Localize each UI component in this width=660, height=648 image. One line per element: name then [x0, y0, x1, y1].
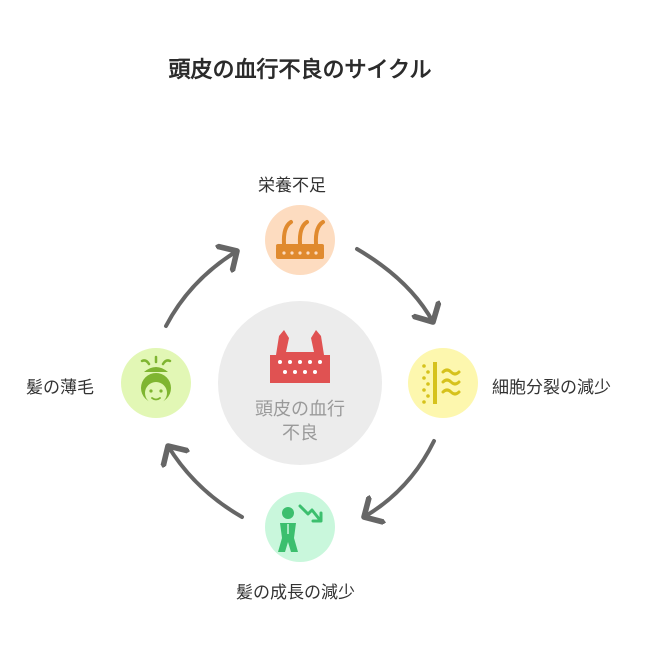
label-growth: 髪の成長の減少 [236, 583, 355, 603]
arrow-left-to-top [164, 251, 237, 328]
node-cell-division [408, 348, 478, 418]
person-decline-icon [278, 504, 323, 552]
center-label: 頭皮の血行 不良 [220, 398, 380, 446]
arrow-top-to-right [355, 247, 433, 322]
node-thinning [121, 348, 191, 418]
scalp-follicle-icon [270, 330, 330, 383]
center-label-line1: 頭皮の血行 [255, 399, 345, 420]
node-growth [265, 492, 335, 562]
center-label-line2: 不良 [282, 423, 318, 444]
cell-waves-icon [422, 362, 461, 404]
arrow-right-to-bottom [364, 439, 436, 517]
arrow-bottom-to-left [168, 446, 244, 519]
node-nutrition [265, 205, 335, 275]
thinning-head-icon [140, 355, 172, 404]
label-thinning: 髪の薄毛 [26, 378, 94, 398]
label-cell-division: 細胞分裂の減少 [492, 378, 611, 398]
diagram-title: 頭皮の血行不良のサイクル [168, 58, 432, 83]
label-nutrition: 栄養不足 [258, 176, 326, 196]
